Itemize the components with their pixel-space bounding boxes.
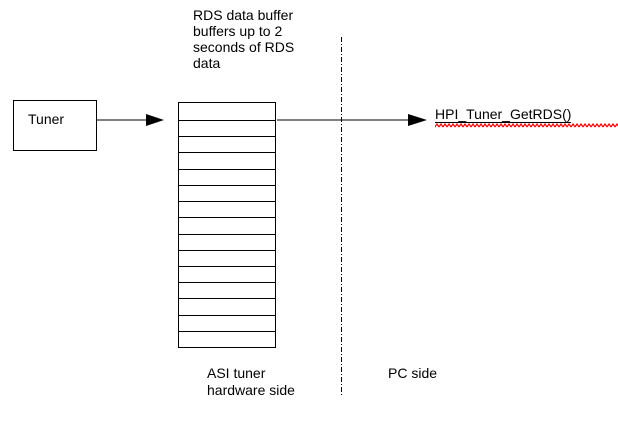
buffer-annotation-line: buffers up to 2 [193,23,283,39]
function-call-text: HPI_Tuner_GetRDS() [435,106,572,123]
buffer-row [179,152,275,168]
buffer-row [179,233,275,250]
buffer-row [179,103,275,120]
arrowhead-icon [146,114,164,126]
buffer-row [179,265,275,282]
buffer-row [179,282,275,298]
hardware-side-label-line: ASI tuner [207,365,266,381]
buffer-annotation: RDS data buffer buffers up to 2 seconds … [193,7,294,71]
pc-side-label: PC side [388,365,438,381]
rds-buffer [178,102,276,348]
buffer-row [179,120,275,136]
hardware-side-label: ASI tuner hardware side [207,365,295,399]
buffer-row [179,298,275,314]
buffer-row [179,314,275,331]
buffer-row [179,217,275,233]
function-call-label: HPI_Tuner_GetRDS() [435,106,618,128]
tuner-box: Tuner [13,100,97,151]
tuner-to-buffer-arrow [97,114,164,126]
buffer-to-pc-arrow [277,114,427,126]
buffer-row [179,184,275,201]
buffer-annotation-line: seconds of RDS [193,39,295,55]
buffer-row [179,136,275,152]
arrowhead-icon [408,114,427,126]
tuner-box-label: Tuner [28,111,65,127]
buffer-row [179,201,275,217]
buffer-row [179,249,275,266]
buffer-row [179,168,275,185]
hardware-pc-divider-line [341,37,342,397]
buffer-row [179,330,275,347]
hardware-side-label-line: hardware side [207,382,295,398]
buffer-annotation-line: RDS data buffer [193,7,294,23]
spellcheck-squiggle-icon [435,123,618,128]
buffer-annotation-line: data [193,55,221,71]
